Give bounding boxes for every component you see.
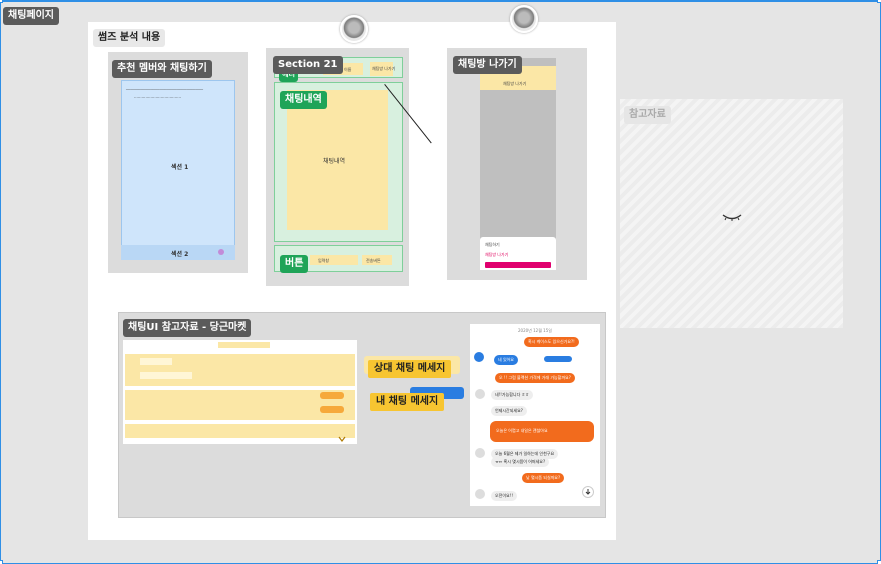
chat-bubble-mine: 오늘은 어렵고 내일은 괜찮아요	[496, 428, 548, 433]
page-title[interactable]: 채팅페이지	[3, 7, 59, 25]
chat-bubble-other: 오전이요!!	[491, 491, 517, 501]
mock-bar	[218, 342, 270, 348]
board-title[interactable]: 썸즈 분석 내용	[93, 29, 166, 47]
section21-title[interactable]: Section 21	[273, 56, 343, 74]
avatar	[475, 389, 485, 399]
chat-bubble-mine: 오 !! 그럼 블랙션 가격에 거래 가능할까요?	[495, 373, 575, 383]
chat-bubble-mine: 혹시 케이스도 있으신가요?!	[524, 337, 579, 347]
dot-icon	[218, 249, 224, 255]
mock-block	[125, 390, 355, 420]
recommend-title[interactable]: 추천 멤버와 채팅하기	[112, 60, 212, 78]
sheet-row-2[interactable]: 채팅방 나가기	[485, 252, 509, 257]
chat-bubble-other: 언제시간되세요?	[491, 406, 527, 416]
leave-frame: 헤더 채팅방 나가기 채팅하기 채팅방 나가기	[447, 48, 587, 280]
recommend-tiny-text: ────────────────────────────────	[126, 87, 204, 92]
chat-bubble-mine-block	[490, 421, 594, 442]
carrot-title[interactable]: 채팅UI 참고자료 - 당근마켓	[123, 319, 252, 337]
history-area	[287, 90, 388, 230]
mock-bar	[140, 372, 192, 379]
avatar	[475, 448, 485, 458]
chat-bubble-other: 네!!가능합니다 ㅎㅎ	[491, 390, 533, 400]
input-label: 입력창	[318, 258, 330, 263]
chat-bubble-mine: 낮 몇시쯤 되실까요?	[522, 473, 565, 483]
eye-closed-icon	[721, 206, 743, 221]
frame-handle[interactable]	[877, 0, 881, 3]
chat-date: 2020년 12월 15일	[518, 328, 552, 333]
other-message-tag[interactable]: 상대 채팅 메세지	[368, 360, 452, 378]
chat-bubble-other: 네 있어요	[494, 355, 518, 365]
leave-exit-label[interactable]: 채팅방 나가기	[503, 81, 527, 86]
history-label: 채팅내역	[323, 158, 346, 165]
scroll-down-button[interactable]	[582, 486, 594, 498]
mock-bar	[320, 392, 344, 399]
history-tag[interactable]: 채팅내역	[280, 91, 327, 109]
input-box[interactable]	[310, 255, 358, 265]
frame-handle[interactable]	[0, 560, 3, 564]
mock-block	[125, 424, 355, 438]
section-1-label: 섹션 1	[171, 164, 189, 171]
recommend-tiny-text: ·····································	[134, 95, 182, 100]
exit-label: 채팅방 나가기	[372, 66, 396, 71]
section-2-label: 섹션 2	[171, 251, 189, 258]
mock-bar	[320, 406, 344, 413]
mock-bar	[544, 356, 572, 362]
arrow-down-icon	[337, 428, 347, 442]
button-tag[interactable]: 버튼	[280, 255, 309, 273]
avatar	[474, 352, 484, 362]
recommend-frame: ──────────────────────────────── ·······…	[108, 52, 248, 273]
avatar[interactable]	[340, 15, 368, 43]
recommend-section-1	[121, 80, 235, 260]
reference-title[interactable]: 참고자료	[624, 106, 671, 124]
chat-bubble-other: 오늘 6월은 제가 일하는데 인천구요	[491, 449, 559, 459]
send-box[interactable]	[362, 255, 392, 265]
avatar	[475, 489, 485, 499]
avatar[interactable]	[510, 5, 538, 33]
reference-placeholder	[620, 99, 843, 328]
sheet-confirm-button[interactable]	[485, 262, 551, 268]
mock-bar	[140, 358, 172, 365]
exit-box[interactable]	[370, 62, 393, 76]
sheet-row-1[interactable]: 채팅하기	[485, 242, 500, 247]
send-label: 전송버튼	[366, 258, 381, 263]
my-message-tag[interactable]: 내 채팅 메세지	[370, 393, 445, 411]
frame-handle[interactable]	[877, 560, 881, 564]
chat-bubble-other: ㅠㅠ 혹시 몇시쯤이 어떠세요?	[491, 457, 550, 467]
frame-handle[interactable]	[0, 0, 3, 3]
leave-title[interactable]: 채팅방 나가기	[453, 56, 522, 74]
recommend-section-2	[121, 245, 235, 260]
section21-frame: 채팅상대 이름 채팅방 나가기 채팅내역 입력창 전송버튼	[266, 48, 409, 286]
leave-screen	[480, 58, 556, 270]
